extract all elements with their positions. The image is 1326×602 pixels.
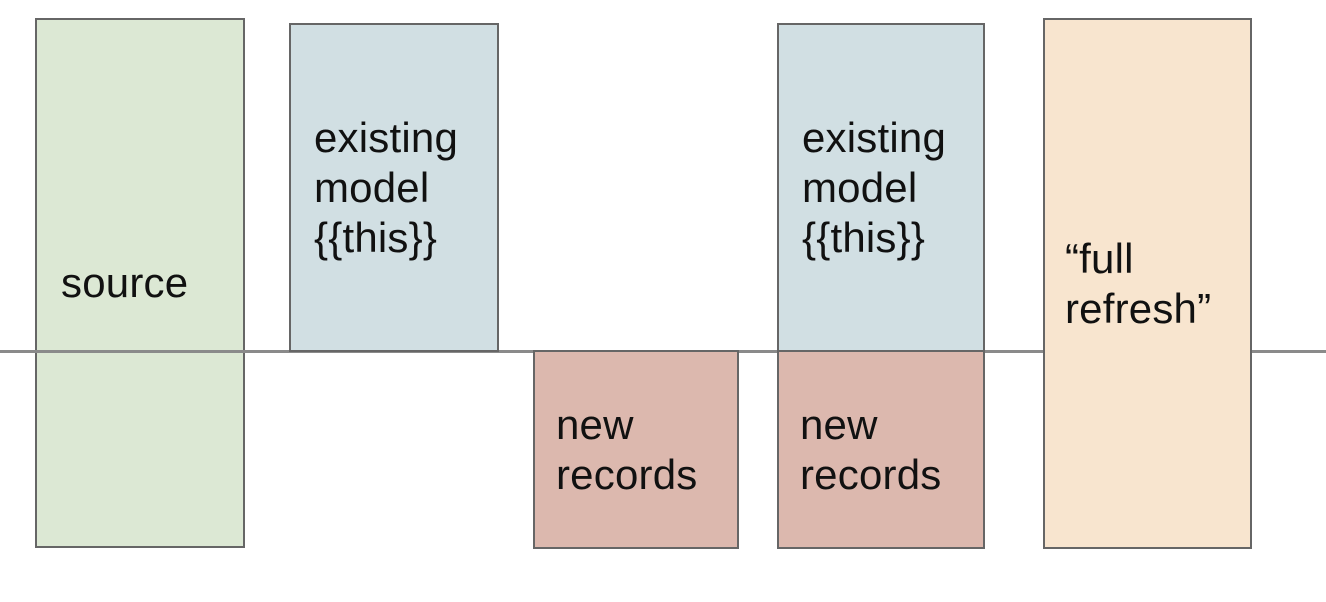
box-source: source (35, 18, 245, 548)
box-existing-model-left: existing model {{this}} (289, 23, 499, 352)
box-new-records-right-label: new records (800, 400, 942, 498)
box-new-records-right: new records (777, 350, 985, 549)
box-existing-model-right: existing model {{this}} (777, 23, 985, 352)
box-full-refresh: “full refresh” (1043, 18, 1252, 549)
box-new-records-left: new records (533, 350, 739, 549)
box-full-refresh-label: “full refresh” (1065, 234, 1212, 332)
box-new-records-left-label: new records (556, 400, 698, 498)
box-existing-model-right-label: existing model {{this}} (802, 113, 947, 261)
box-source-label: source (61, 259, 189, 306)
box-existing-model-left-label: existing model {{this}} (314, 113, 459, 261)
